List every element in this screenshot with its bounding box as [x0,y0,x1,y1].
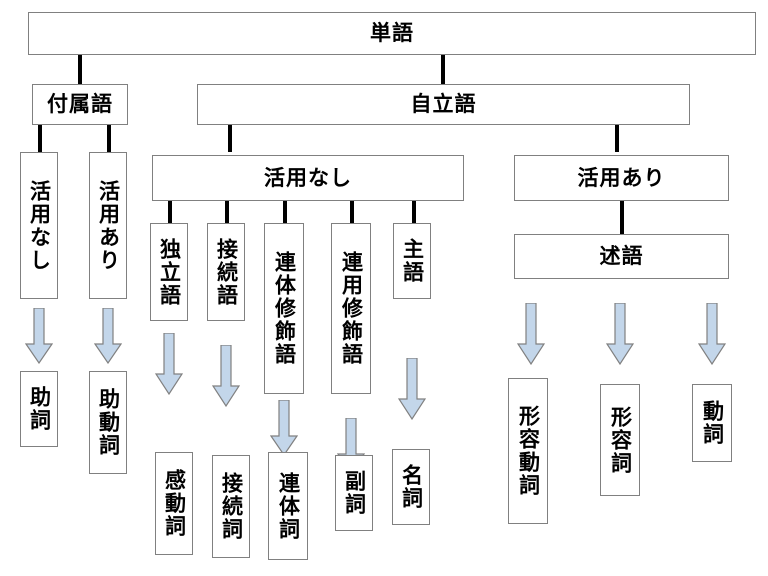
node-jutsugo: 述語 [514,234,729,279]
node-fuzoku-katsuyo-ari: 活用あり [89,152,127,299]
node-label: 単語 [370,21,414,45]
node-label: 連体詞 [276,471,301,541]
arrow-to-doshi [698,303,726,365]
node-doshi: 動詞 [692,384,732,462]
node-label: 自立語 [410,92,477,116]
connector-katsuyonashi-to-setsuzokugo [225,201,229,223]
connector-root-to-fuzokugo [78,55,82,84]
node-label: 主語 [400,238,425,284]
connector-jiritsugo-to-katsuyo-ari [615,125,619,152]
connector-fuzokugo-to-katsuyo-ari [107,125,111,152]
arrow-to-meishi [398,358,426,420]
node-label: 助動詞 [96,388,121,457]
node-label: 接続語 [214,237,239,307]
node-keiyoshi: 形容詞 [600,384,640,496]
connector-jiritsugo-to-katsuyo-nashi [228,125,232,152]
node-label: 副詞 [342,470,367,516]
arrow-to-setsuzokushi [212,345,240,407]
node-renyo-shushokugo: 連用修飾語 [331,223,371,394]
node-label: 形容動詞 [516,405,541,497]
node-rentai-shushokugo: 連体修飾語 [264,223,304,394]
connector-katsuyonashi-to-renyo-shushokugo [350,201,354,223]
node-label: 活用あり [577,165,666,190]
connector-katsuyonashi-to-dokuritsugo [168,201,172,223]
connector-katsuyonashi-to-shugo [412,201,416,223]
node-label: 助詞 [27,386,52,432]
arrow-to-joshi [25,308,53,364]
node-joshi: 助詞 [20,371,58,447]
connector-katsuyoari-to-jutsugo [620,201,624,234]
node-meishi: 名詞 [392,449,430,525]
node-jiritsugo: 自立語 [197,84,690,125]
node-label: 独立語 [157,237,182,307]
connector-root-to-jiritsugo [441,55,445,84]
node-label: 形容詞 [608,405,633,475]
node-label: 連用修飾語 [339,251,364,366]
node-fuzokugo: 付属語 [32,84,128,125]
node-fukushi: 副詞 [335,455,373,531]
node-fuzoku-katsuyo-nashi: 活用なし [20,152,58,299]
node-jiritsu-katsuyo-ari: 活用あり [514,155,729,201]
arrow-to-kandoshi [155,333,183,395]
connector-katsuyonashi-to-rentai-shushokugo [283,201,287,223]
arrow-to-rentaishi [270,400,298,456]
node-kandoshi: 感動詞 [155,452,193,555]
node-setsuzokugo: 接続語 [207,223,245,321]
node-label: 付属語 [47,92,113,116]
node-label: 連体修飾語 [272,251,297,366]
node-rentaishi: 連体詞 [268,452,308,560]
arrow-to-jodoshi [94,308,122,364]
node-dokuritsugo: 独立語 [150,223,188,321]
node-setsuzokushi: 接続詞 [212,455,250,558]
node-label: 活用なし [264,165,352,190]
node-label: 述語 [599,244,644,268]
arrow-to-keiyodoshi [517,303,545,365]
node-label: 活用なし [27,179,52,272]
node-keiyodoshi: 形容動詞 [508,378,548,524]
node-jiritsu-katsuyo-nashi: 活用なし [152,155,464,201]
node-jodoshi: 助動詞 [89,371,127,474]
node-label: 名詞 [399,464,424,510]
node-label: 動詞 [700,400,725,446]
node-shugo: 主語 [393,223,431,299]
node-label: 感動詞 [162,469,187,538]
arrow-to-keiyoshi [606,303,634,365]
node-label: 接続詞 [219,472,244,541]
node-tango: 単語 [28,12,756,55]
connector-fuzokugo-to-katsuyo-nashi [38,125,42,152]
node-label: 活用あり [96,179,121,272]
